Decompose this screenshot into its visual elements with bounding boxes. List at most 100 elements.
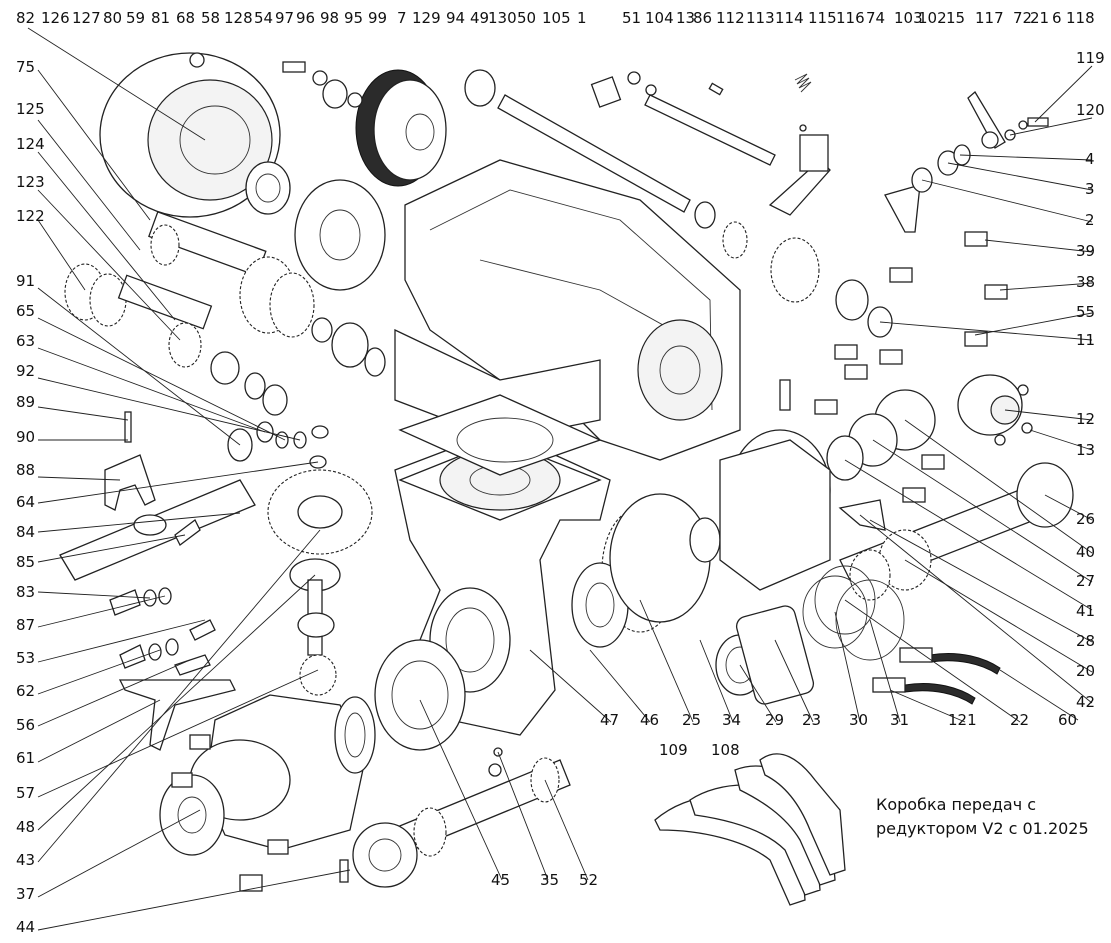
part-label: 27	[1076, 572, 1096, 590]
output-shaft	[352, 747, 571, 888]
part-label: 49	[470, 9, 490, 27]
part-label: 58	[201, 9, 221, 27]
part-label: 1	[577, 9, 587, 27]
part-label: 51	[622, 9, 642, 27]
part-label: 20	[1076, 662, 1096, 680]
part-label: 11	[1076, 331, 1096, 349]
part-label: 64	[16, 493, 36, 511]
part-label: 115	[808, 9, 837, 27]
part-label: 128	[224, 9, 253, 27]
part-label: 47	[600, 711, 620, 729]
part-label: 84	[16, 523, 36, 541]
ring-gear-and-pinion	[267, 469, 373, 696]
differential-gears	[571, 429, 831, 705]
part-label: 126	[41, 9, 70, 27]
part-label: 108	[711, 741, 740, 759]
part-label: 85	[16, 553, 36, 571]
part-label: 80	[103, 9, 123, 27]
part-label: 91	[16, 272, 36, 290]
part-label: 74	[866, 9, 886, 27]
part-label: 34	[722, 711, 742, 729]
clutch-disk-stack	[294, 69, 447, 291]
part-label: 99	[368, 9, 388, 27]
part-label: 44	[16, 918, 36, 936]
part-label: 55	[1076, 303, 1096, 321]
part-label: 63	[16, 332, 36, 350]
part-label: 6	[1052, 9, 1062, 27]
part-label: 28	[1076, 632, 1096, 650]
part-label: 105	[542, 9, 571, 27]
part-label: 48	[16, 818, 36, 836]
part-label: 114	[775, 9, 804, 27]
diagram-caption: Коробка передач с редуктором V2 с 01.202…	[876, 793, 1089, 841]
part-label: 42	[1076, 693, 1096, 711]
axle-right	[838, 462, 1074, 601]
part-label: 13	[676, 9, 696, 27]
part-label: 118	[1066, 9, 1095, 27]
part-label: 35	[540, 871, 560, 889]
part-label: 87	[16, 616, 36, 634]
part-label: 113	[746, 9, 775, 27]
part-label: 92	[16, 362, 36, 380]
part-label: 120	[1076, 101, 1105, 119]
part-label: 50	[517, 9, 537, 27]
part-label: 109	[659, 741, 688, 759]
part-label: 98	[320, 9, 340, 27]
part-label: 86	[693, 9, 713, 27]
part-label: 83	[16, 583, 36, 601]
part-label: 94	[446, 9, 466, 27]
part-label: 39	[1076, 242, 1096, 260]
part-label: 112	[716, 9, 745, 27]
part-label: 23	[802, 711, 822, 729]
part-label: 123	[16, 173, 45, 191]
part-label: 30	[849, 711, 869, 729]
gear-cluster-left	[64, 263, 288, 416]
part-label: 119	[1076, 49, 1105, 67]
part-label: 88	[16, 461, 36, 479]
part-label: 117	[975, 9, 1004, 27]
part-label: 124	[16, 135, 45, 153]
part-label: 29	[765, 711, 785, 729]
part-label: 129	[412, 9, 441, 27]
part-label: 61	[16, 749, 36, 767]
part-label: 12	[1076, 410, 1096, 428]
part-label: 52	[579, 871, 599, 889]
part-label: 62	[16, 682, 36, 700]
top-small-parts	[282, 61, 812, 132]
part-label: 31	[890, 711, 910, 729]
part-label: 127	[72, 9, 101, 27]
part-label: 15	[946, 9, 966, 27]
part-label: 81	[151, 9, 171, 27]
part-label: 68	[176, 9, 196, 27]
part-label: 90	[16, 428, 36, 446]
part-label: 75	[16, 58, 36, 76]
part-label: 22	[1010, 711, 1030, 729]
part-label: 57	[16, 784, 36, 802]
part-label: 72	[1013, 9, 1033, 27]
part-label: 21	[1030, 9, 1050, 27]
gear-cluster-center	[148, 211, 386, 377]
part-label: 130	[488, 9, 517, 27]
part-label: 116	[836, 9, 865, 27]
part-label: 46	[640, 711, 660, 729]
brake-hoses	[872, 647, 1001, 705]
part-label: 59	[126, 9, 146, 27]
part-label: 95	[344, 9, 364, 27]
front-cover	[159, 639, 466, 892]
part-label: 26	[1076, 510, 1096, 528]
part-label: 43	[16, 851, 36, 869]
part-label: 37	[16, 885, 36, 903]
part-label: 40	[1076, 543, 1096, 561]
part-label: 4	[1085, 150, 1095, 168]
clutch-housing	[99, 52, 291, 218]
input-shafts	[497, 94, 776, 229]
part-label: 54	[254, 9, 274, 27]
shift-parts-right	[722, 91, 1049, 338]
part-label: 25	[682, 711, 702, 729]
part-label: 82	[16, 9, 36, 27]
part-label: 7	[397, 9, 407, 27]
part-label: 89	[16, 393, 36, 411]
part-label: 97	[275, 9, 295, 27]
leader-lines	[27, 27, 1093, 931]
caption-line-2: редуктором V2 с 01.2025	[876, 819, 1089, 838]
